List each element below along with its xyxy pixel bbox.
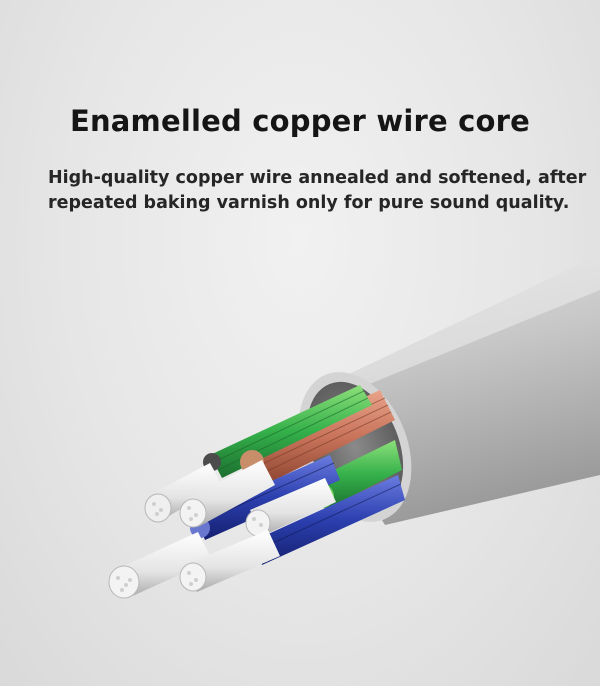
- strand-end-dots: [116, 502, 263, 592]
- description-line-1: High-quality copper wire annealed and so…: [48, 168, 587, 188]
- green-bundle-right: [318, 440, 402, 510]
- silver-strands: [108, 460, 336, 599]
- description-line-2: repeated baking varnish only for pure so…: [48, 193, 570, 213]
- blue-bundle: [195, 455, 405, 565]
- description: High-quality copper wire annealed and so…: [48, 166, 588, 216]
- page-title: Enamelled copper wire core: [69, 104, 531, 138]
